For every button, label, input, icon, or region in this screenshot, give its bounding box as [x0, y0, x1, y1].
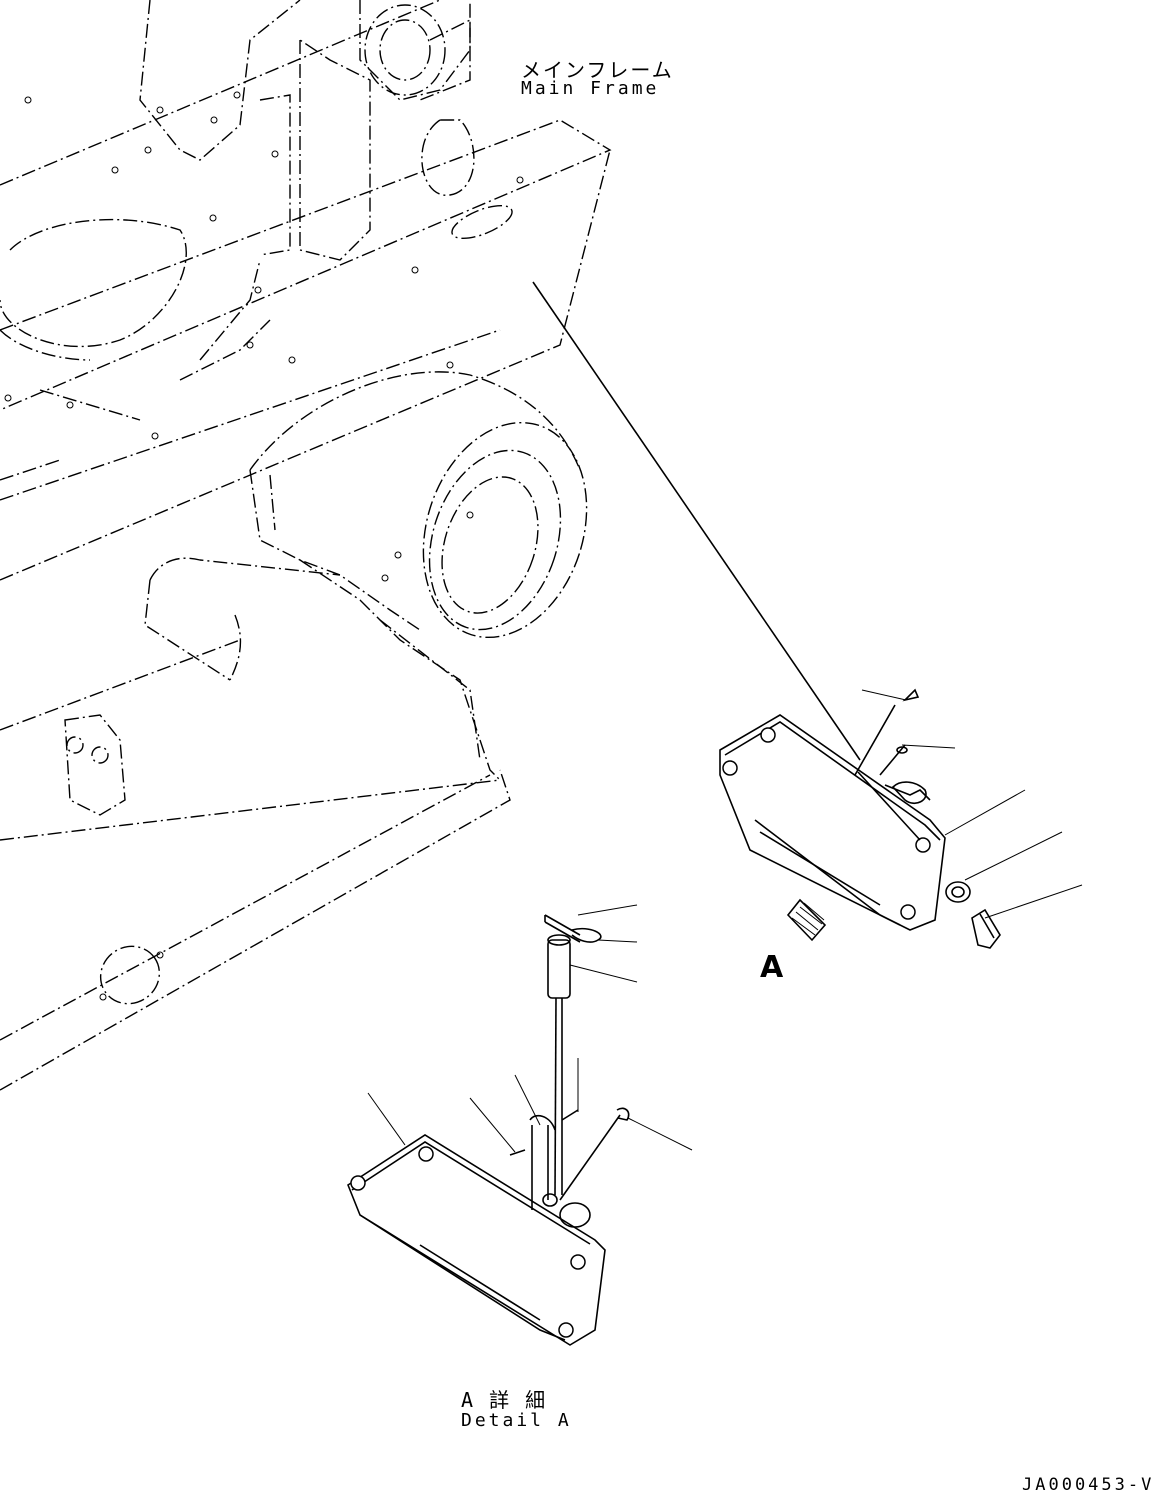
location-leader-line	[532, 281, 861, 761]
detail-a-label-jp: A 詳 細	[461, 1388, 548, 1412]
detail-a-view	[347, 904, 693, 1346]
detail-a-label-en: Detail A	[461, 1410, 572, 1431]
assembly-view	[719, 688, 1083, 949]
main-frame-label-en: Main Frame	[521, 78, 660, 99]
main-frame-label-jp: メインフレーム	[521, 58, 674, 82]
view-a-callout: A	[760, 950, 784, 985]
main-frame-drawing	[0, 0, 612, 1091]
drawing-code: JA000453-V	[1022, 1475, 1155, 1495]
